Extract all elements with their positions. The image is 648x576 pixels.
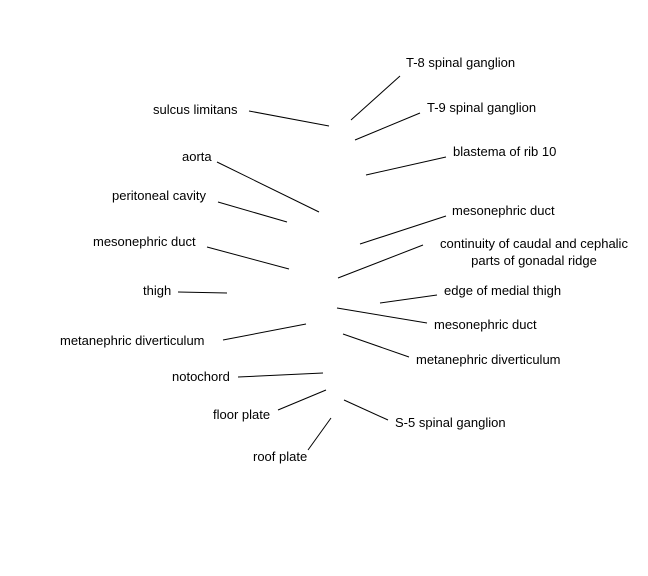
label-continuity-line1: continuity of caudal and cephalic <box>440 236 628 251</box>
label-notochord: notochord <box>172 369 230 384</box>
leader-thigh <box>177 291 228 294</box>
label-t8-spinal-ganglion: T-8 spinal ganglion <box>406 55 516 70</box>
label-sulcus-limitans: sulcus limitans <box>153 102 238 117</box>
leader-mesonephric-right-lower <box>336 307 428 324</box>
leader-blastema <box>365 156 447 176</box>
label-t9-spinal-ganglion: T-9 spinal ganglion <box>427 100 537 115</box>
leader-floor-plate <box>277 389 327 411</box>
leader-t9 <box>354 112 421 141</box>
leader-sulcus-limitans <box>248 110 330 127</box>
leader-roof-plate <box>307 417 332 451</box>
label-roof-plate: roof plate <box>253 449 308 464</box>
leader-metanephric-left <box>222 323 307 341</box>
leader-metanephric-right <box>342 333 410 358</box>
leader-edge-medial-thigh <box>379 294 438 304</box>
label-peritoneal-cavity: peritoneal cavity <box>112 188 206 203</box>
label-aorta: aorta <box>182 149 212 164</box>
leader-mesonephric-right-upper <box>359 215 447 245</box>
label-mesonephric-duct: mesonephric duct <box>93 234 196 249</box>
label-blastema-rib-10: blastema of rib 10 <box>453 144 557 159</box>
leader-mesonephric-left <box>206 246 290 270</box>
leader-notochord <box>237 372 324 378</box>
label-metanephric-diverticulum: metanephric diverticulum <box>60 333 205 348</box>
leader-aorta <box>216 161 320 213</box>
label-thigh: thigh <box>143 283 172 298</box>
leader-continuity <box>337 244 424 279</box>
leader-s5 <box>343 399 389 421</box>
leader-peritoneal <box>217 201 288 223</box>
label-continuity-line2: parts of gonadal ridge <box>471 253 597 268</box>
label-continuity-gonadal-ridge: continuity of caudal and cephalic parts … <box>428 236 640 269</box>
label-mesonephric-duct: mesonephric duct <box>452 203 555 218</box>
label-mesonephric-duct: mesonephric duct <box>434 317 537 332</box>
label-s5-spinal-ganglion: S-5 spinal ganglion <box>395 415 506 430</box>
leader-t8 <box>350 75 401 121</box>
label-metanephric-diverticulum: metanephric diverticulum <box>416 352 561 367</box>
label-edge-medial-thigh: edge of medial thigh <box>444 283 562 298</box>
label-floor-plate: floor plate <box>213 407 271 422</box>
